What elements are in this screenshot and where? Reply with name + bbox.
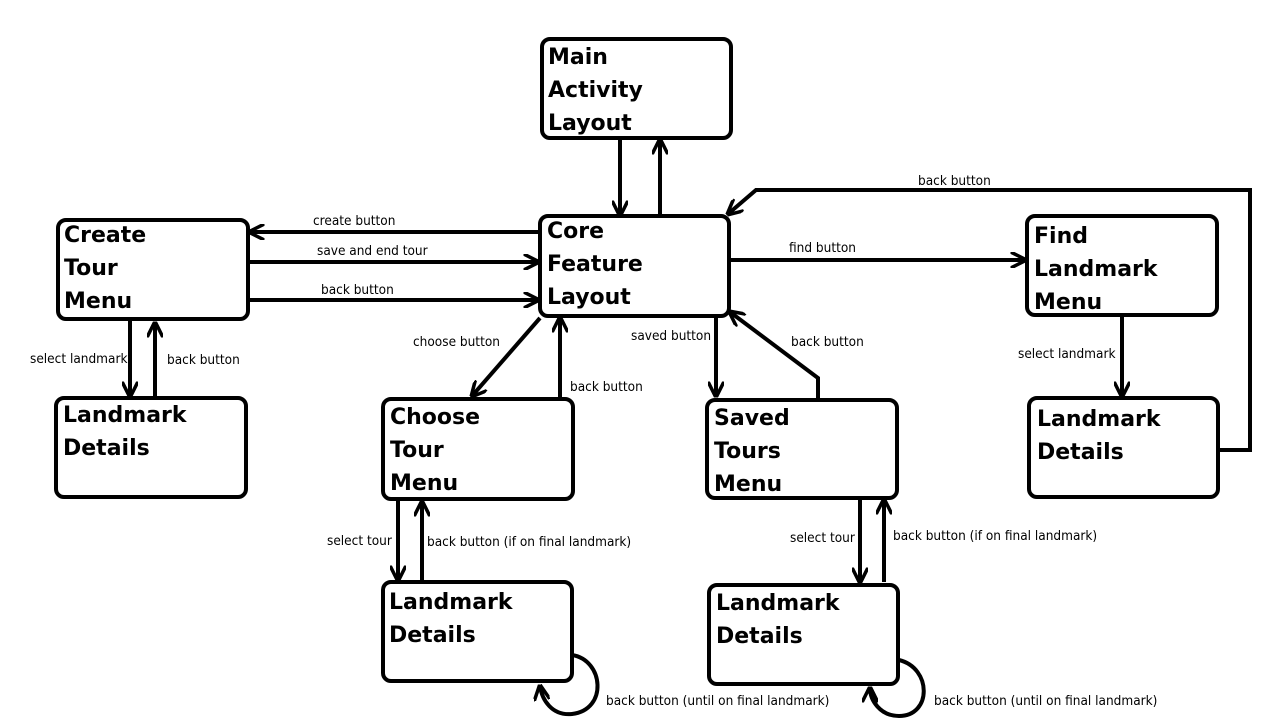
node-label-line: Details (716, 624, 803, 649)
node-label-line: Layout (547, 285, 631, 310)
edge-find-button: find button (731, 240, 1025, 260)
edge-select-tour-choose: select tour (327, 500, 398, 580)
edge-label-choose-button: choose button (413, 334, 500, 350)
edge-create-button: create button (250, 213, 540, 232)
edge-choose-button: choose button (413, 316, 542, 396)
node-label-line: Landmark (389, 590, 514, 615)
node-label-line: Choose (390, 405, 480, 430)
edge-back-button-create: back button (250, 282, 538, 300)
node-label-line: Layout (548, 111, 632, 136)
node-label-line: Landmark (1037, 407, 1162, 432)
node-label-line: Tours (714, 439, 781, 464)
edge-select-landmark-find: select landmark (1018, 316, 1122, 396)
node-core-feature-layout: Core Feature Layout (538, 214, 731, 318)
node-label-line: Activity (548, 78, 643, 103)
edge-back-button-find: back button (728, 173, 1252, 452)
node-label-line: Landmark (63, 403, 188, 428)
node-label-line: Landmark (1034, 257, 1159, 282)
node-label-line: Saved (714, 406, 790, 431)
node-choose-tour-menu: Choose Tour Menu (381, 397, 575, 501)
edge-back-final-choose: back button (if on final landmark) (422, 502, 631, 580)
edge-label-create-button: create button (313, 213, 395, 229)
node-label-line: Landmark (716, 591, 841, 616)
node-choose-landmark-details: Landmark Details (381, 580, 574, 683)
node-main-activity-layout: Main Activity Layout (540, 37, 733, 140)
edge-label-loop-saved: back button (until on final landmark) (934, 693, 1157, 709)
edge-loop-saved: back button (until on final landmark) (870, 658, 1157, 719)
edge-label-back-final-choose: back button (if on final landmark) (427, 534, 631, 550)
edge-loop-choose: back button (until on final landmark) (540, 653, 829, 717)
node-saved-tours-menu: Saved Tours Menu (705, 398, 899, 500)
node-label-line: Find (1034, 224, 1088, 249)
node-label-line: Menu (1034, 290, 1102, 315)
edge-label-back-button-create: back button (321, 282, 394, 298)
edge-back-button-saved: back button (730, 312, 864, 398)
node-label-line: Main (548, 45, 608, 70)
node-label-line: Feature (547, 252, 643, 277)
node-find-landmark-menu: Find Landmark Menu (1025, 214, 1219, 317)
node-label-line: Tour (64, 256, 118, 281)
edge-label-back-button-create-details: back button (167, 352, 240, 368)
node-label-line: Tour (390, 438, 444, 463)
edge-label-select-landmark-create: select landmark (30, 351, 127, 367)
edge-label-loop-choose: back button (until on final landmark) (606, 693, 829, 709)
edge-label-back-final-saved: back button (if on final landmark) (893, 528, 1097, 544)
node-saved-landmark-details: Landmark Details (707, 583, 900, 686)
edge-label-select-tour-choose: select tour (327, 533, 392, 549)
node-label-line: Details (389, 623, 476, 648)
edge-label-select-tour-saved: select tour (790, 530, 855, 546)
node-label-line: Core (547, 219, 604, 244)
edge-label-back-button-find: back button (918, 173, 991, 189)
edge-back-button-choose: back button (560, 318, 643, 398)
node-find-landmark-details: Landmark Details (1027, 396, 1220, 499)
node-label-line: Menu (64, 289, 132, 314)
edge-label-select-landmark-find: select landmark (1018, 346, 1115, 362)
edge-saved-button: saved button (631, 318, 716, 396)
edge-back-final-saved: back button (if on final landmark) (884, 500, 1097, 582)
node-create-landmark-details: Landmark Details (54, 396, 248, 499)
edge-back-button-create-details: back button (155, 323, 240, 398)
edge-label-saved-button: saved button (631, 328, 711, 344)
edge-select-landmark-create: select landmark (30, 321, 130, 396)
node-label-line: Details (63, 436, 150, 461)
node-label-line: Create (64, 223, 146, 248)
node-label-line: Details (1037, 440, 1124, 465)
edge-label-back-button-choose: back button (570, 379, 643, 395)
node-label-line: Menu (714, 472, 782, 497)
edge-save-and-end-tour: save and end tour (250, 243, 538, 262)
edge-label-save-and-end-tour: save and end tour (317, 243, 428, 259)
edge-label-find-button: find button (789, 240, 856, 256)
node-create-tour-menu: Create Tour Menu (56, 218, 250, 321)
edge-select-tour-saved: select tour (790, 500, 860, 582)
edge-label-back-button-saved: back button (791, 334, 864, 350)
node-label-line: Menu (390, 471, 458, 496)
